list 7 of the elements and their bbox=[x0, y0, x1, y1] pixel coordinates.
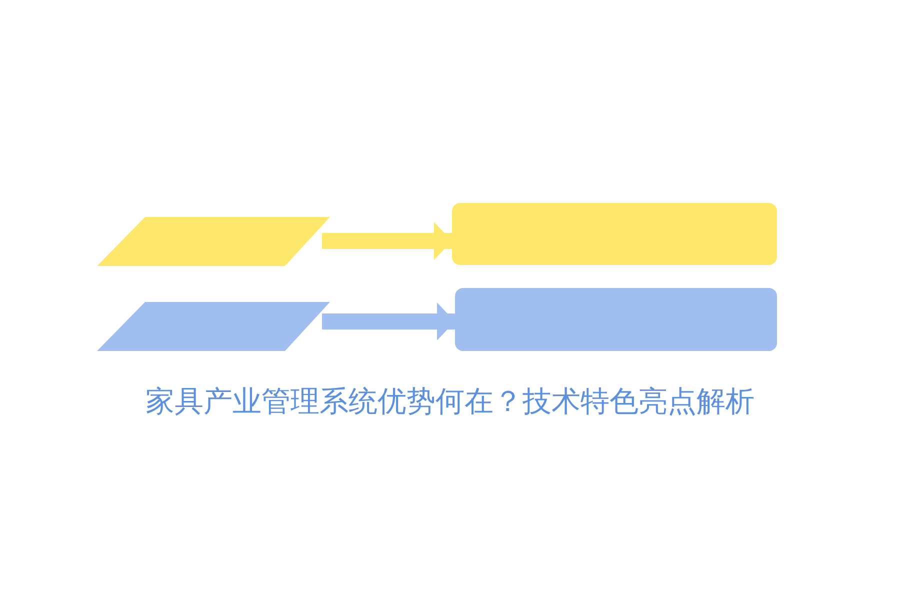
rounded-box bbox=[455, 288, 777, 351]
arrow bbox=[322, 302, 455, 340]
parallelogram-shape bbox=[97, 302, 330, 351]
caption: 家具产业管理系统优势何在？技术特色亮点解析 bbox=[146, 383, 754, 420]
rounded-box bbox=[452, 203, 777, 265]
parallelogram-shape bbox=[97, 217, 330, 266]
arrow bbox=[322, 222, 452, 260]
